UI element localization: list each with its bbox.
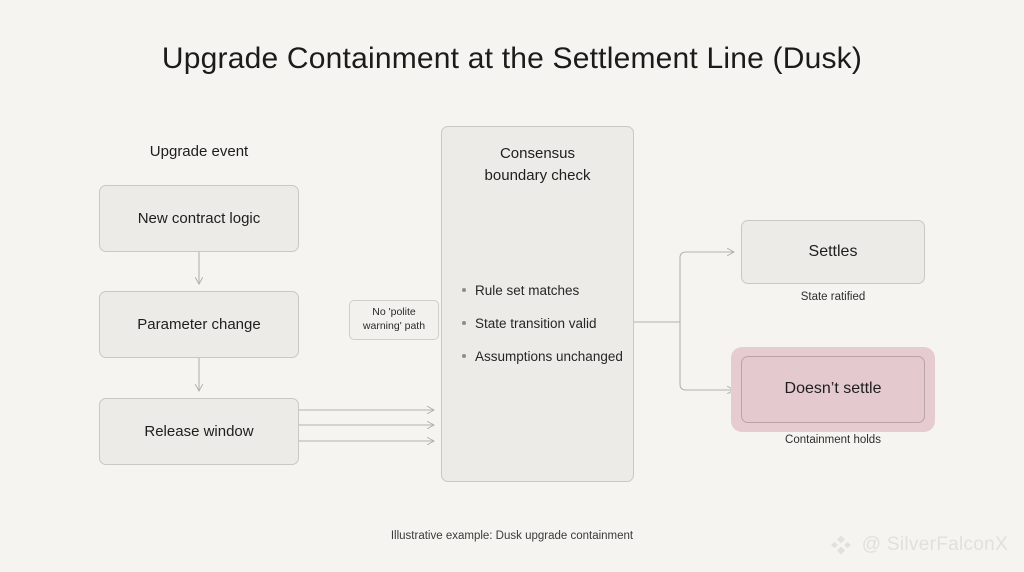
node-label: New contract logic: [137, 209, 261, 227]
callout-text: No 'polite warning' path: [363, 306, 425, 333]
callout-no-polite-warning-path[interactable]: No 'polite warning' path: [349, 300, 439, 340]
bullet-label: Rule set matches: [475, 283, 580, 298]
callout-line-1: No 'polite: [372, 306, 416, 319]
panel-title-line-1: Consensus: [499, 145, 576, 162]
node-doesnt-settle[interactable]: Doesn’t settle: [741, 356, 925, 423]
node-label: Parameter change: [137, 315, 261, 333]
node-label: Doesn’t settle: [784, 380, 882, 398]
list-item: Rule set matches: [462, 283, 634, 298]
bullet-dot-icon: [462, 321, 466, 325]
node-new-contract-logic[interactable]: New contract logic: [99, 185, 299, 252]
watermark: @ SilverFalconX: [828, 532, 1008, 558]
diamond-logo-icon: [830, 535, 851, 555]
caption-containment-holds: Containment holds: [785, 434, 881, 446]
caption-state-ratified: State ratified: [800, 291, 866, 303]
node-release-window[interactable]: Release window: [99, 398, 299, 465]
panel-title-line-2: boundary check: [484, 166, 591, 184]
node-label: Settles: [808, 242, 858, 260]
wire-branch-to-settles: [679, 252, 734, 322]
wire-branch-to-doesnt-settle: [679, 322, 734, 390]
bullet-dot-icon: [462, 354, 466, 358]
panel-title: Consensus boundary check: [442, 143, 633, 187]
list-item: State transition valid: [462, 316, 634, 331]
page-title: Upgrade Containment at the Settlement Li…: [161, 42, 863, 75]
bullet-label: Assumptions unchanged: [475, 349, 623, 364]
column-label-upgrade-event: Upgrade event: [149, 143, 249, 160]
watermark-handle: @ SilverFalconX: [861, 534, 1008, 555]
node-parameter-change[interactable]: Parameter change: [99, 291, 299, 358]
footer-note: Illustrative example: Dusk upgrade conta…: [390, 530, 634, 542]
node-settles[interactable]: Settles: [741, 220, 925, 284]
node-label: Release window: [144, 422, 254, 440]
bullet-label: State transition valid: [475, 316, 597, 331]
list-item: Assumptions unchanged: [462, 349, 634, 364]
bullet-dot-icon: [462, 288, 466, 292]
panel-bullet-list: Rule set matches State transition valid …: [462, 283, 634, 382]
panel-consensus-boundary-check[interactable]: Consensus boundary check Rule set matche…: [441, 126, 634, 482]
callout-line-2: warning' path: [362, 320, 426, 332]
